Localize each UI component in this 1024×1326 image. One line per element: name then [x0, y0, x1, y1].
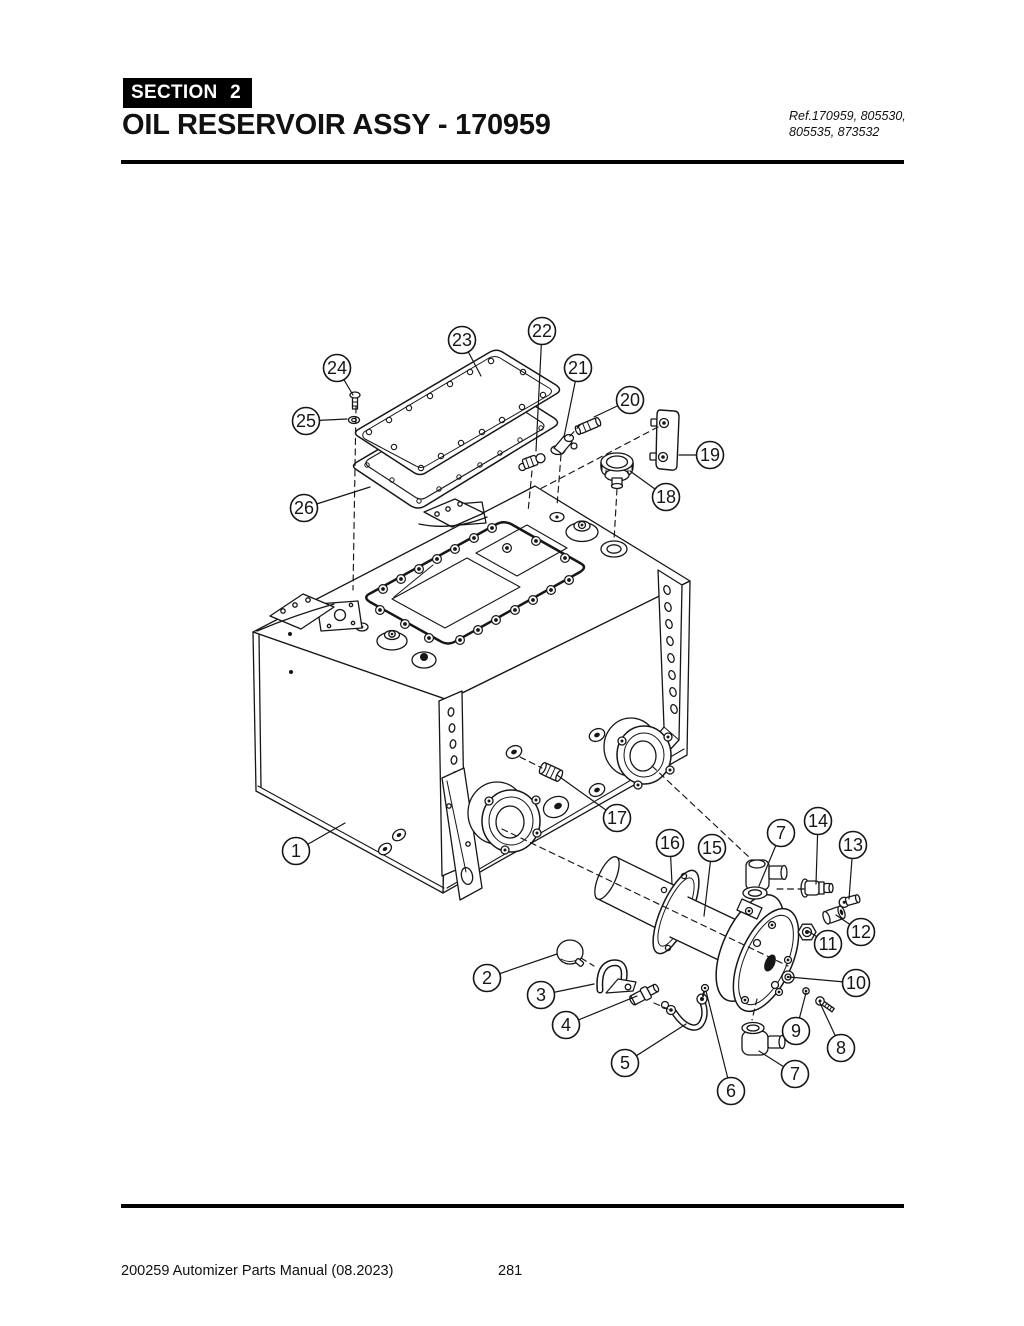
tank-top-opening [365, 521, 586, 645]
drain-cap-2 [556, 939, 585, 968]
callout-balloon-19 [695, 440, 725, 470]
ref-line-2: 805535, 873532 [789, 124, 880, 139]
section-badge: SECTION 2 [123, 78, 252, 108]
callout-balloon-3 [526, 980, 556, 1010]
callout-number-3: 3 [536, 985, 546, 1005]
drain-hose-5 [660, 993, 708, 1031]
callout-number-24: 24 [327, 358, 347, 378]
callout-number-8: 8 [836, 1038, 846, 1058]
callout-number-16: 16 [660, 833, 680, 853]
callout-number-10: 10 [846, 973, 866, 993]
filler-cap [600, 452, 634, 490]
filter-assembly [594, 856, 800, 1013]
grommet-12 [822, 905, 846, 925]
callout-balloon-4 [551, 1010, 581, 1040]
callout-number-15: 15 [702, 838, 722, 858]
center-mounting-strap [438, 690, 483, 901]
callout-number-7: 7 [790, 1064, 800, 1084]
cover-plate [354, 349, 561, 476]
callout-number-2: 2 [482, 968, 492, 988]
callout-balloon-10 [841, 968, 871, 998]
screw-9 [802, 987, 810, 995]
callout-number-23: 23 [452, 330, 472, 350]
callout-number-5: 5 [620, 1053, 630, 1073]
callout-number-22: 22 [532, 321, 552, 341]
callout-balloon-6 [716, 1076, 746, 1106]
callout-number-26: 26 [294, 498, 314, 518]
callout-balloon-23 [447, 325, 477, 355]
callout-balloon-13 [838, 830, 868, 860]
callout-balloon-18 [651, 482, 681, 512]
callout-balloon-12 [846, 917, 876, 947]
tank-top-bosses [355, 511, 628, 669]
ref-line-1: Ref.170959, 805530, [789, 109, 906, 123]
callout-number-14: 14 [808, 811, 828, 831]
callout-number-7: 7 [776, 823, 786, 843]
page-title: OIL RESERVOIR ASSY - 170959 [122, 109, 551, 141]
callout-number-19: 19 [700, 445, 720, 465]
callout-number-4: 4 [561, 1015, 571, 1035]
top-mounting-brackets [256, 498, 488, 632]
face-grommets [377, 727, 606, 856]
callout-number-25: 25 [296, 411, 316, 431]
callout-leader-6 [705, 990, 732, 1092]
header-rule [121, 160, 904, 164]
callout-number-20: 20 [620, 390, 640, 410]
hex-fitting-22 [518, 453, 546, 472]
lock-nut-11 [797, 923, 817, 941]
coupler-fitting-14 [800, 878, 834, 898]
callout-balloons: 1234567789101112131415161718192021222324… [281, 316, 876, 1106]
callout-balloon-1 [281, 836, 311, 866]
footer-rule [121, 1204, 904, 1208]
callout-balloon-7 [766, 818, 796, 848]
callout-balloon-14 [803, 806, 833, 836]
callout-balloon-8 [826, 1033, 856, 1063]
cover-screw [349, 391, 361, 410]
callout-balloon-17 [602, 803, 632, 833]
cover-washer [347, 415, 361, 425]
callout-balloon-25 [291, 406, 321, 436]
callout-balloon-20 [615, 385, 645, 415]
callout-number-9: 9 [791, 1021, 801, 1041]
callout-number-6: 6 [726, 1081, 736, 1101]
callout-balloon-16 [655, 828, 685, 858]
callout-balloon-15 [697, 833, 727, 863]
callout-balloon-22 [527, 316, 557, 346]
callout-number-13: 13 [843, 835, 863, 855]
callout-balloon-5 [610, 1048, 640, 1078]
callout-number-17: 17 [607, 808, 627, 828]
hose-clamp-3 [596, 959, 637, 994]
callout-number-12: 12 [851, 922, 871, 942]
callout-number-11: 11 [819, 934, 838, 954]
plug-fitting [538, 762, 564, 782]
callout-balloon-21 [563, 353, 593, 383]
callout-balloon-9 [781, 1016, 811, 1046]
banjo-bolt-6 [700, 983, 710, 997]
callout-number-18: 18 [656, 487, 676, 507]
callout-balloon-7 [780, 1059, 810, 1089]
callout-balloon-26 [289, 493, 319, 523]
callout-leader-22 [535, 330, 543, 452]
nut-10 [781, 970, 795, 984]
callout-number-21: 21 [568, 358, 588, 378]
bolt-8 [815, 996, 835, 1013]
suction-port-flanges [467, 717, 675, 855]
reference-numbers: Ref.170959, 805530, 805535, 873532 [789, 109, 906, 140]
mounting-bracket-plate-19 [649, 409, 680, 471]
elbow-fitting-top [742, 859, 788, 900]
hex-fitting-13 [838, 894, 861, 908]
filter-tube-end [594, 856, 620, 900]
elbow-fitting-bottom [741, 1021, 786, 1056]
callout-number-1: 1 [291, 841, 301, 861]
footer-manual-title: 200259 Automizer Parts Manual (08.2023) [121, 1263, 394, 1279]
callout-balloon-11 [813, 929, 843, 959]
elbow-fitting-21 [550, 433, 578, 456]
assembly-dashed-lines [352, 406, 805, 1021]
footer-page-number: 281 [498, 1263, 523, 1279]
callout-balloon-24 [322, 353, 352, 383]
callout-balloon-2 [472, 963, 502, 993]
